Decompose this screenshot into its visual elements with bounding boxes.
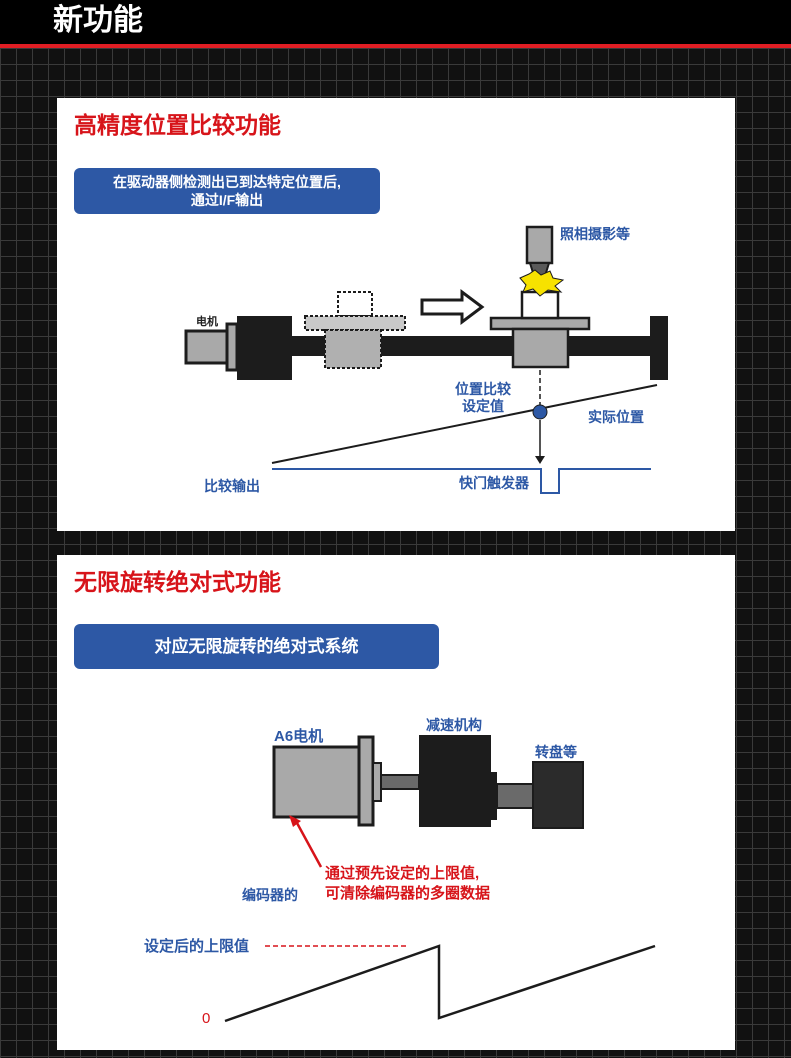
a6-motor-body	[272, 745, 361, 819]
a6-motor-shaft	[380, 774, 420, 790]
encoder-note-line1: 通过预先设定的上限值,	[325, 865, 480, 882]
compare-setting-label: 位置比较 设定值	[455, 381, 511, 415]
reducer-collar	[491, 772, 497, 820]
turntable-body	[532, 761, 584, 829]
infinite-absolute-panel: 无限旋转绝对式功能 对应无限旋转的绝对式系统 A6电机 减速机构 转盘等 通过预…	[57, 555, 735, 1050]
a6-motor-collar	[372, 762, 382, 802]
section1-banner-line2: 通过I/F输出	[190, 192, 264, 208]
section1-banner: 在驱动器侧检测出已到达特定位置后, 通过I/F输出	[74, 168, 380, 214]
ghost-slider-plate	[304, 315, 406, 331]
a6-motor-flange	[357, 735, 375, 827]
flash-burst	[519, 269, 565, 297]
position-compare-panel: 高精度位置比较功能 在驱动器侧检测出已到达特定位置后, 通过I/F输出	[57, 98, 735, 531]
actual-position-label: 实际位置	[588, 409, 644, 425]
section1-banner-line1: 在驱动器侧检测出已到达特定位置后,	[113, 174, 341, 190]
actual-position-line	[271, 384, 658, 464]
motor-label: 电机	[196, 316, 218, 328]
reducer-body	[419, 735, 491, 827]
a6-motor-label: A6电机	[274, 728, 324, 745]
note-pointer-head	[289, 815, 301, 827]
ghost-slider-block	[324, 329, 382, 369]
infinite-absolute-diagram	[224, 735, 656, 1023]
position-compare-diagram	[184, 225, 668, 494]
sawtooth-waveform	[224, 944, 656, 1023]
motor-small-body	[184, 329, 230, 365]
shutter-trigger-label: 快门触发器	[459, 475, 529, 491]
motor-flange	[225, 322, 239, 372]
section1-title: 高精度位置比较功能	[74, 112, 281, 138]
section2-title: 无限旋转绝对式功能	[74, 569, 281, 595]
page-title: 新功能	[53, 4, 143, 37]
reducer-label: 减速机构	[426, 717, 482, 733]
slider-plate	[489, 316, 591, 331]
ghost-slider-top	[337, 291, 373, 317]
camera-body	[525, 225, 554, 265]
turntable-label: 转盘等	[535, 744, 577, 760]
encoder-note-line2: 可清除编码器的多圈数据	[325, 885, 491, 902]
upper-limit-label: 设定后的上限值	[144, 938, 250, 955]
compare-output-label: 比较输出	[204, 478, 260, 494]
slider-block	[511, 327, 570, 369]
compare-output-signal	[272, 468, 651, 494]
camera-label: 照相摄影等	[560, 226, 630, 242]
encoder-label: 编码器的	[242, 887, 298, 903]
header-divider	[0, 44, 791, 48]
compare-setting-line2: 设定值	[462, 398, 504, 414]
trigger-arrow-head	[535, 456, 545, 464]
move-arrow	[420, 289, 485, 325]
note-pointer-line	[295, 822, 323, 868]
compare-setting-line1: 位置比较	[455, 381, 511, 397]
reducer-shaft	[496, 783, 534, 809]
zero-label: 0	[202, 1010, 211, 1027]
compare-point	[532, 404, 548, 420]
motor-main-body	[237, 316, 292, 380]
end-block	[650, 316, 668, 380]
encoder-note: 通过预先设定的上限值, 可清除编码器的多圈数据	[325, 864, 490, 904]
header-bar: 新功能	[0, 0, 791, 48]
section2-banner: 对应无限旋转的绝对式系统	[74, 624, 439, 669]
